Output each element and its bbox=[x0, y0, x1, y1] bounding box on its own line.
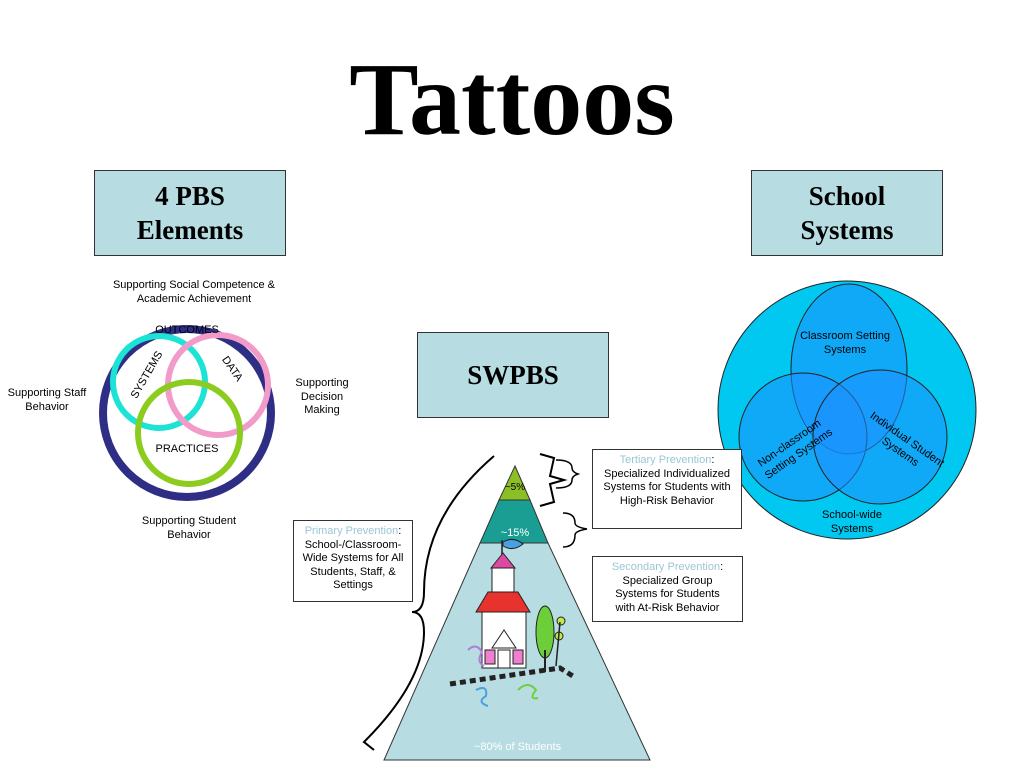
individual-circle bbox=[812, 369, 948, 505]
page-title: Tattoos bbox=[349, 42, 675, 157]
classroom-label: Classroom Setting Systems bbox=[800, 330, 890, 356]
secondary-prefix: Secondary Prevention bbox=[611, 561, 721, 573]
pbs-top-label: Supporting Social Competence & Academic … bbox=[112, 279, 276, 305]
tertiary-prefix: Tertiary Prevention bbox=[619, 454, 712, 466]
pbs-right-label: Supporting Decision Making bbox=[295, 377, 349, 416]
pbs-bottom-label: Supporting Student Behavior bbox=[141, 515, 237, 541]
tier-80-label: ~80% of Students bbox=[473, 741, 562, 753]
secondary-text: Specialized Group Systems for Students w… bbox=[615, 574, 720, 614]
primary-sep: : bbox=[398, 525, 402, 537]
tier-5-shape bbox=[498, 464, 531, 501]
school-house-illustration bbox=[449, 538, 578, 707]
primary-bracket bbox=[362, 455, 495, 751]
practices-label: PRACTICES bbox=[155, 443, 219, 455]
tertiary-callout: Tertiary Prevention: Specialized Individ… bbox=[592, 449, 742, 529]
pbs-elements-box: 4 PBS Elements bbox=[94, 170, 286, 256]
primary-prefix: Primary Prevention bbox=[304, 525, 399, 537]
outcomes-label: OUTCOMES bbox=[155, 324, 219, 336]
tier-5-label: ~5% bbox=[504, 482, 526, 493]
pbs-outer-circle bbox=[99, 325, 275, 501]
tertiary-sep: : bbox=[711, 454, 715, 466]
schoolwide-label: School-wide Systems bbox=[822, 509, 882, 535]
tertiary-text: Specialized Individualized Systems for S… bbox=[603, 467, 731, 507]
school-systems-box: School Systems bbox=[751, 170, 943, 256]
tertiary-brace bbox=[555, 459, 581, 489]
practices-circle bbox=[135, 379, 243, 487]
secondary-callout: Secondary Prevention: Specialized Group … bbox=[592, 556, 743, 622]
tier-15-label: ~15% bbox=[500, 527, 530, 539]
secondary-sep: : bbox=[720, 561, 724, 573]
swpbs-label: SWPBS bbox=[467, 360, 559, 390]
pbs-left-label: Supporting Staff Behavior bbox=[7, 387, 87, 413]
tertiary-bracket bbox=[539, 453, 568, 507]
primary-callout: Primary Prevention: School-/Classroom-Wi… bbox=[293, 520, 413, 602]
pbs-elements-label: 4 PBS Elements bbox=[136, 181, 244, 245]
secondary-bracket bbox=[562, 512, 588, 548]
primary-text: School-/Classroom-Wide Systems for All S… bbox=[302, 538, 404, 592]
swpbs-box: SWPBS bbox=[417, 332, 609, 418]
school-systems-label: School Systems bbox=[800, 181, 894, 245]
